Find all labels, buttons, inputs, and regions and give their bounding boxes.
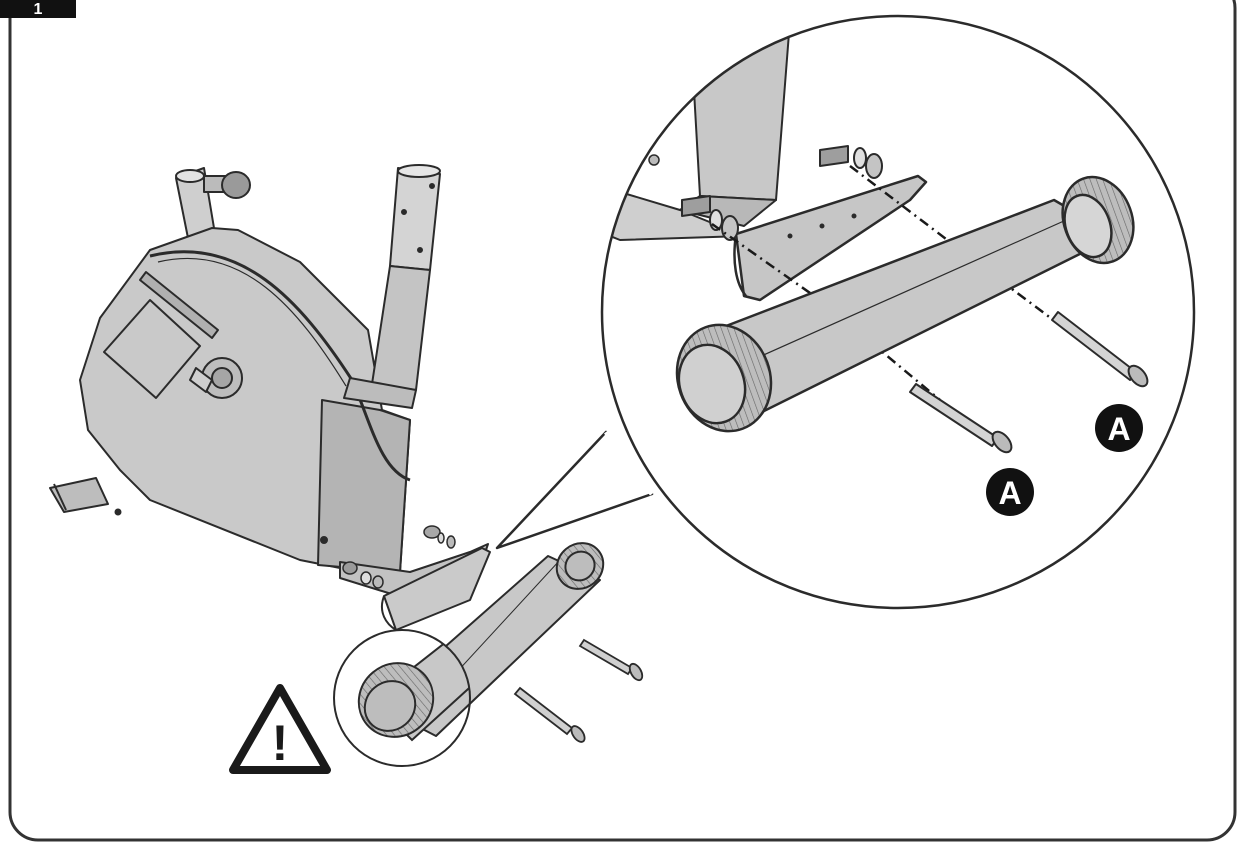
part-callout-a: A — [1095, 404, 1143, 452]
part-callout-label: A — [998, 475, 1021, 511]
seat-adjustment-knob — [203, 171, 251, 199]
exercise-bike-frame — [49, 164, 489, 597]
part-callout-a: A — [986, 468, 1034, 516]
bolt-washer-set-zoom — [681, 145, 883, 241]
front-upright-tube — [371, 164, 441, 391]
panel-frame — [8, 0, 1237, 842]
zoom-detail-callout: A A — [495, 14, 1196, 610]
front-stabilizer-tube-zoom — [675, 175, 1135, 433]
warning-triangle-icon: ! — [229, 684, 331, 774]
carriage-bolt-zoom — [909, 383, 1013, 454]
end-cap-highlight-circle — [333, 629, 471, 767]
bolt-washer-set — [342, 525, 456, 589]
carriage-bolt-zoom — [1051, 311, 1149, 388]
step-number: 1 — [34, 1, 43, 18]
part-callout-label: A — [1107, 411, 1130, 447]
crank-hub — [189, 357, 243, 399]
front-mounting-bracket — [380, 547, 491, 631]
warning-exclamation: ! — [272, 715, 289, 771]
step-number-badge: 1 — [0, 0, 76, 18]
carriage-bolt — [513, 686, 586, 743]
carriage-bolt — [578, 638, 644, 682]
